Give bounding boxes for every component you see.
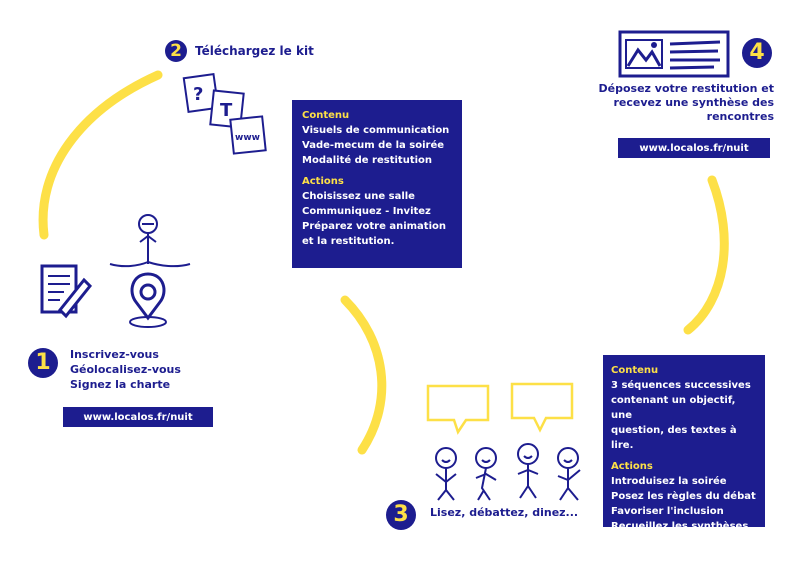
soiree-info-box: Contenu 3 séquences successives contenan… [603, 355, 765, 532]
kit-contenu-item: Modalité de restitution [302, 155, 433, 166]
step-1-line: Inscrivez-vous [70, 348, 159, 361]
step-1-text: Inscrivez-vous Géolocalisez-vous Signez … [70, 347, 181, 392]
step-4-line: recevez une synthèse des [613, 96, 775, 109]
step-1-line: Géolocalisez-vous [70, 363, 181, 376]
kit-cards-icon: ? T www [182, 72, 267, 155]
soiree-contenu-header: Contenu [611, 365, 659, 376]
step-4-url-link[interactable]: www.localos.fr/nuit [618, 138, 770, 158]
kit-action-item: Choisissez une salle [302, 191, 415, 202]
step-2-number: 2 [165, 40, 187, 62]
step-2-title: Téléchargez le kit [195, 44, 314, 58]
person-geolocation-icon [109, 214, 191, 328]
step-1-number: 1 [28, 348, 58, 378]
kit-card-www: www [235, 133, 260, 143]
kit-action-item: Communiquez - Invitez [302, 206, 431, 217]
step-1-line: Signez la charte [70, 378, 171, 391]
kit-actions-header: Actions [302, 176, 344, 187]
soiree-contenu-item: question, des textes à lire. [611, 425, 737, 451]
arc-step3-to-step4 [683, 175, 729, 335]
kit-contenu-header: Contenu [302, 110, 350, 121]
kit-info-box: Contenu Visuels de communication Vade-me… [292, 100, 462, 268]
kit-contenu-item: Visuels de communication [302, 125, 450, 136]
arc-step2-to-step3 [340, 295, 387, 455]
kit-card-question: ? [193, 84, 203, 105]
debate-group-icon [426, 382, 581, 501]
kit-action-item: et la restitution. [302, 236, 395, 247]
kit-contenu-item: Vade-mecum de la soirée [302, 140, 445, 151]
document-icon [618, 30, 730, 78]
soiree-contenu-item: contenant un objectif, une [611, 395, 736, 421]
signing-document-icon [40, 264, 93, 319]
step-4-text: Déposez votre restitution et recevez une… [578, 82, 774, 124]
step-3-number: 3 [386, 500, 416, 530]
step-4-line: rencontres [706, 110, 774, 123]
arc-step1-to-step2 [38, 70, 163, 240]
soiree-actions-header: Actions [611, 461, 653, 472]
step-3-title: Lisez, débattez, dinez... [430, 506, 579, 519]
soiree-action-item: Recueillez les synthèses [611, 521, 749, 532]
soiree-action-item: Introduisez la soirée [611, 476, 727, 487]
kit-card-t: T [220, 100, 233, 121]
soiree-action-item: Favoriser l'inclusion [611, 506, 724, 517]
step-4-line: Déposez votre restitution et [598, 82, 774, 95]
soiree-contenu-item: 3 séquences successives [611, 380, 751, 391]
kit-action-item: Préparez votre animation [302, 221, 446, 232]
step-4-number: 4 [742, 38, 772, 68]
step-1-url-link[interactable]: www.localos.fr/nuit [63, 407, 213, 427]
soiree-action-item: Posez les règles du débat [611, 491, 756, 502]
